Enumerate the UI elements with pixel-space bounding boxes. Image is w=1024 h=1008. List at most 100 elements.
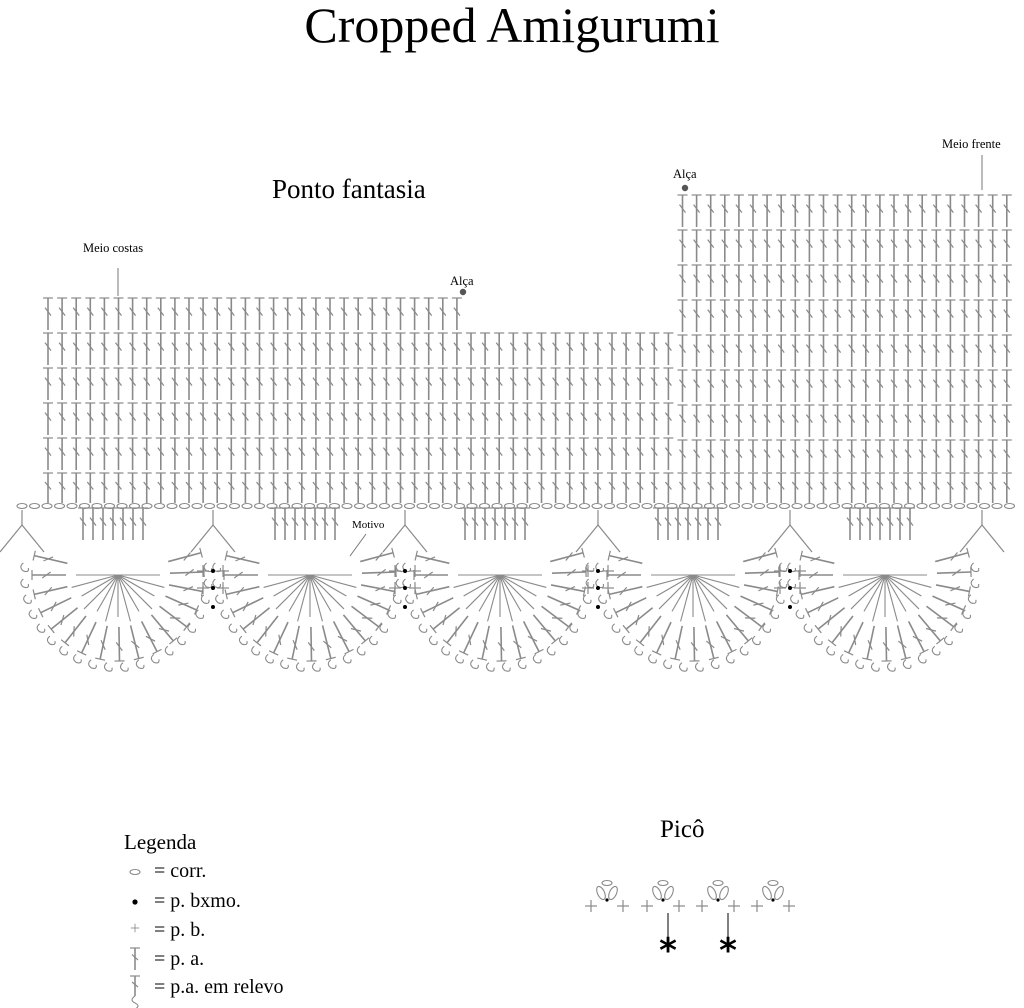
stroke: [275, 574, 311, 610]
double-crochet-stitch: [677, 194, 688, 227]
stroke: [961, 239, 968, 248]
double-crochet-stitch: [496, 626, 507, 662]
double-crochet-stitch: [862, 625, 875, 661]
stroke: [848, 274, 856, 283]
stroke: [674, 625, 683, 660]
double-crochet-stitch: [494, 402, 505, 435]
stroke: [495, 447, 503, 456]
double-crochet-stitch: [155, 472, 166, 503]
double-crochet-stitch: [357, 595, 392, 615]
stroke: [467, 342, 475, 351]
double-crochet-stitch: [99, 367, 110, 400]
stroke: [523, 481, 531, 490]
stroke: [131, 981, 139, 988]
stroke: [777, 239, 785, 248]
double-crochet-stitch: [522, 472, 533, 503]
stroke: [143, 447, 151, 456]
stroke: [932, 344, 940, 353]
slip-stitch-dot: [596, 605, 600, 609]
double-crochet-stitch: [522, 437, 533, 470]
picot-loop: [119, 662, 129, 672]
slip-stitch-dot: [788, 605, 792, 609]
motif-fan: [402, 507, 595, 672]
stroke: [64, 615, 87, 644]
chain-stitch: [941, 502, 953, 510]
double-crochet-stitch: [804, 439, 815, 472]
double-crochet-stitch: [889, 264, 899, 297]
stroke: [862, 309, 870, 318]
double-crochet-stitch: [734, 605, 766, 632]
double-crochet-stitch: [494, 437, 505, 470]
stroke: [950, 552, 958, 561]
double-crochet-stitch: [931, 439, 942, 472]
stroke: [932, 449, 940, 458]
stroke: [735, 344, 743, 353]
double-crochet-stitch: [818, 472, 829, 503]
double-crochet-stitch: [903, 264, 914, 297]
double-crochet-stitch: [332, 620, 354, 655]
stroke: [1003, 204, 1011, 213]
double-crochet-stitch: [725, 614, 753, 645]
double-crochet-stitch: [1001, 369, 1012, 402]
double-crochet-stitch: [282, 367, 293, 400]
stroke: [351, 605, 380, 628]
stroke: [312, 307, 320, 316]
chain-stitch: [203, 502, 216, 510]
stroke: [763, 344, 771, 353]
double-crochet-stitch: [776, 194, 787, 227]
double-crochet-stitch: [818, 404, 829, 437]
stroke: [791, 379, 799, 388]
double-crochet-stitch: [57, 472, 68, 503]
double-crochet-stitch: [832, 369, 843, 402]
stroke: [932, 204, 940, 213]
motif-fan: [595, 507, 788, 672]
legend-item-relief: = p.a. em relevo: [154, 976, 284, 998]
stroke: [159, 605, 188, 628]
stroke: [721, 274, 729, 283]
stroke: [129, 625, 140, 659]
y-divider: [959, 510, 1005, 553]
stroke: [482, 639, 488, 651]
double-crochet-stitch: [353, 402, 364, 435]
stroke: [213, 377, 221, 386]
double-crochet-stitch: [592, 437, 603, 470]
double-crochet-stitch: [987, 334, 998, 367]
double-crochet-stitch: [846, 229, 857, 262]
double-crochet-stitch: [762, 334, 773, 367]
double-crochet-stitch: [99, 297, 110, 330]
double-crochet-stitch: [959, 439, 970, 472]
stroke: [946, 379, 954, 388]
double-crochet-stitch: [71, 332, 82, 365]
stroke: [462, 621, 479, 654]
legend-item-slip: = p. bxmo.: [154, 890, 241, 912]
double-crochet-stitch: [240, 402, 251, 435]
stroke: [735, 379, 743, 388]
stroke: [834, 274, 842, 283]
stroke: [322, 640, 332, 649]
double-crochet-stitch: [832, 194, 843, 227]
stroke: [425, 377, 433, 386]
double-crochet-stitch: [536, 367, 547, 400]
double-crochet-stitch: [252, 615, 279, 647]
stroke: [862, 481, 870, 490]
stroke: [690, 641, 698, 652]
double-crochet-stitch: [705, 404, 716, 437]
double-crochet-stitch: [917, 299, 928, 332]
stroke: [848, 574, 886, 597]
double-crochet-stitch: [37, 597, 72, 618]
double-crochet-stitch: [339, 332, 350, 365]
double-crochet-stitch: [490, 507, 500, 540]
stroke: [692, 574, 740, 588]
stroke: [100, 377, 108, 386]
double-crochet-stitch: [677, 334, 688, 367]
double-crochet-stitch: [1001, 299, 1012, 332]
picot-loop: [327, 659, 337, 669]
double-crochet-stitch: [607, 585, 643, 600]
stroke: [952, 568, 962, 577]
double-crochet-stitch: [508, 332, 519, 365]
stroke: [566, 342, 574, 351]
double-crochet-stitch: [451, 367, 462, 400]
stroke: [721, 239, 729, 248]
stroke: [157, 377, 165, 386]
stroke: [749, 239, 757, 248]
